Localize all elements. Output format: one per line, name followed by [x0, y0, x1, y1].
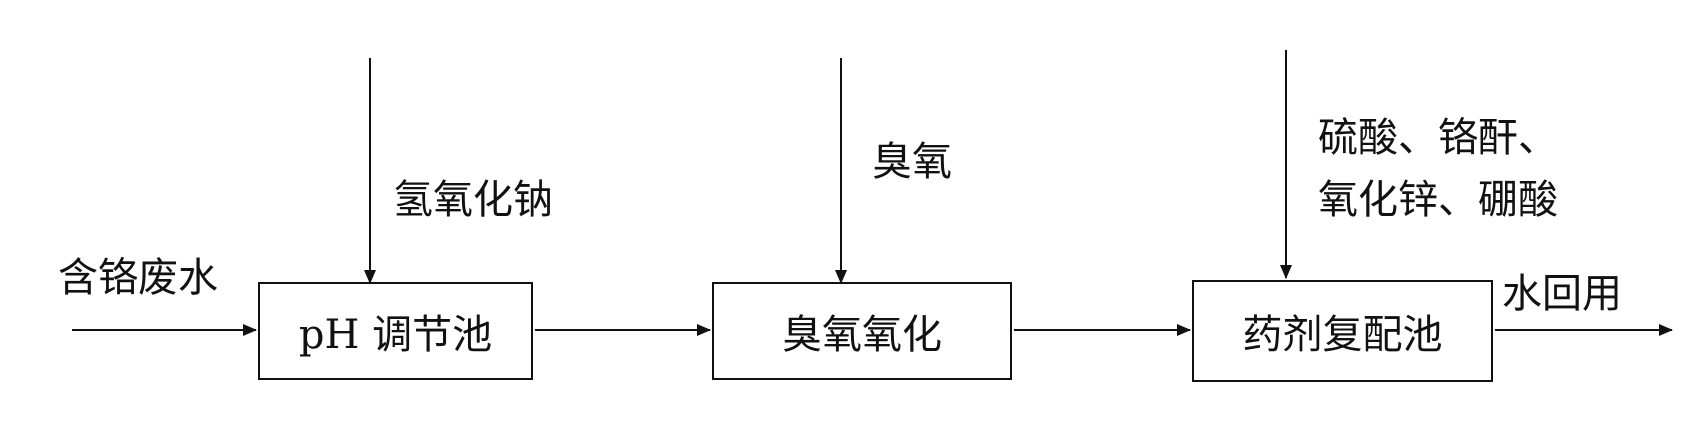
ozone-oxidation-box: 臭氧氧化	[712, 282, 1012, 380]
ph-adjust-tank-box: pH 调节池	[258, 282, 533, 380]
reagent-dosing-tank-box: 药剂复配池	[1192, 280, 1493, 382]
reagent-label-sodium-hydroxide: 氢氧化钠	[393, 177, 553, 223]
reagent-label-chemicals-line2: 氧化锌、硼酸	[1318, 177, 1558, 223]
output-label: 水回用	[1502, 271, 1622, 317]
ph-adjust-tank-label: pH 调节池	[298, 312, 493, 358]
input-label: 含铬废水	[58, 255, 218, 301]
reagent-dosing-tank-label: 药剂复配池	[1242, 312, 1443, 358]
ozone-oxidation-label: 臭氧氧化	[782, 312, 942, 358]
reagent-label-ozone: 臭氧	[872, 139, 952, 185]
reagent-label-chemicals-line1: 硫酸、铬酐、	[1318, 115, 1558, 161]
